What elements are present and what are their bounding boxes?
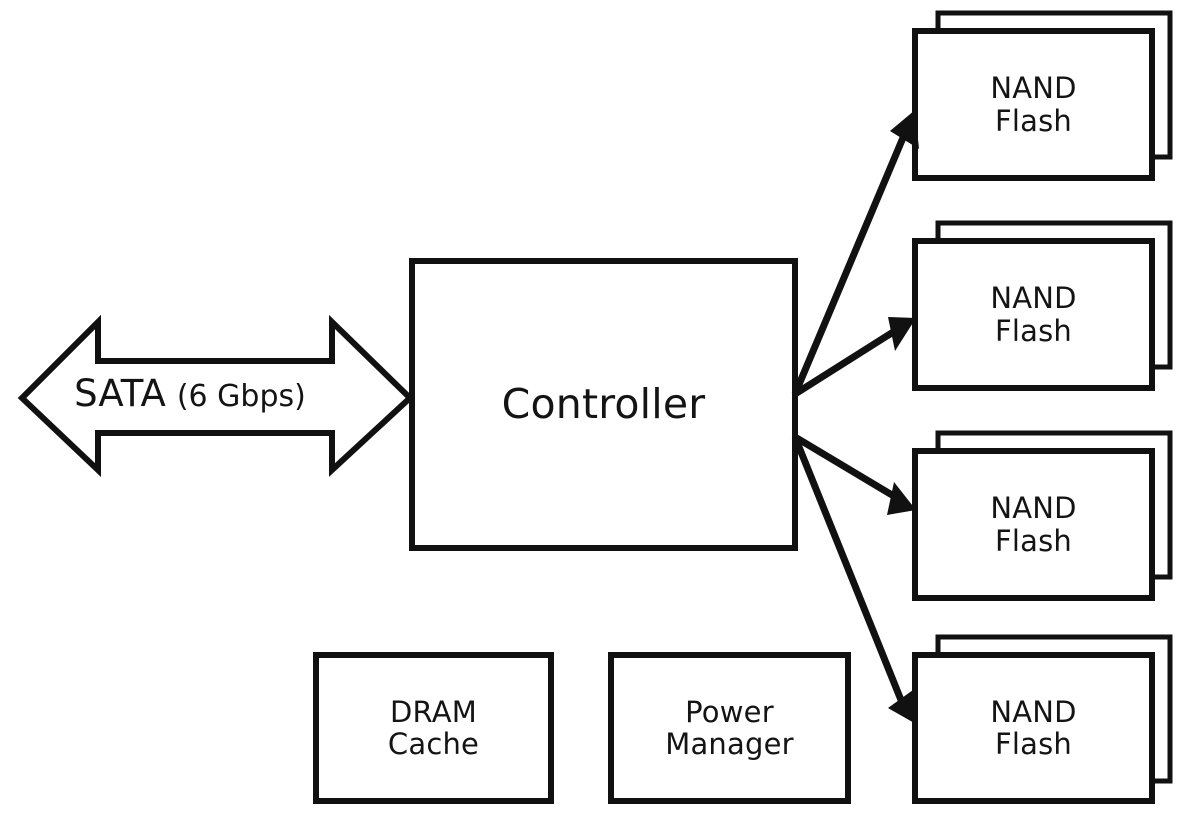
arrowhead-nand-flash-3 (887, 482, 916, 515)
connection-controller-nand-flash-4 (791, 435, 905, 702)
controller-block-shape (409, 258, 798, 551)
dram-cache-block-shape (313, 652, 554, 804)
controller-to-nand-connections (791, 110, 919, 724)
arrowhead-nand-flash-2 (888, 317, 916, 351)
nand-flash-4-front-shape (912, 652, 1155, 804)
connection-controller-nand-flash-3 (793, 433, 899, 502)
nand-flash-1-front-shape (912, 28, 1155, 181)
arrowhead-nand-flash-1 (890, 110, 919, 149)
connection-controller-nand-flash-1 (791, 131, 909, 396)
connection-controller-nand-flash-2 (793, 326, 900, 397)
arrowhead-nand-flash-4 (888, 690, 916, 724)
power-manager-block-shape (608, 652, 851, 804)
sata-bus-arrow (17, 314, 415, 477)
nand-flash-2-front-shape (912, 238, 1155, 391)
nand-flash-3-front-shape (912, 448, 1155, 601)
